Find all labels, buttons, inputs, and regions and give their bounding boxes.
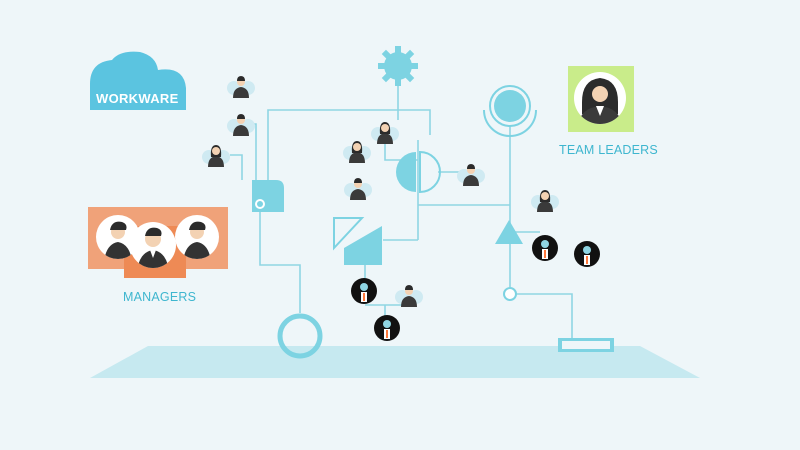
big-ring-node-icon [277,313,323,359]
triangle-square-node-icon [333,217,382,265]
manager-avatar-icon [183,221,211,259]
brand-name: WORKWARE [96,91,179,106]
dark-employee-badge-icon [532,235,558,261]
cloud-icon [90,51,186,110]
employee-avatar-icon [227,114,255,136]
employee-avatar-icon [531,190,559,212]
employee-avatar-icon [202,145,230,167]
ring-node-icon [483,85,537,137]
employee-avatar-icon [344,178,372,200]
dark-employee-badge-icon [574,241,600,267]
managers-label: MANAGERS [123,290,197,304]
manager-avatar-icon [104,221,132,259]
dark-employee-badge-icon [374,315,400,341]
floor-platform [90,346,700,378]
semicircle-node-icon [396,150,441,194]
employee-avatar-icon [343,141,371,163]
gear-icon [378,46,418,86]
employee-avatar-icon [371,122,399,144]
employee-avatar-icon [227,76,255,98]
dark-badge-avatars [351,235,600,341]
dark-employee-badge-icon [351,278,377,304]
rectangle-node-icon [558,338,614,352]
employee-avatar-icon [395,285,423,307]
team-leader-card [568,66,634,132]
team-leader-avatar-icon [578,78,622,124]
team-leaders-label: TEAM LEADERS [559,143,658,157]
managers-card [88,207,228,278]
employee-avatar-icon [457,164,485,186]
small-ring-node-icon [503,287,517,301]
connector-lines [230,84,573,340]
manager-avatar-icon [137,227,169,268]
employee-avatars [202,76,559,307]
triangle-node-icon [495,220,523,244]
square-node-icon [252,180,284,212]
